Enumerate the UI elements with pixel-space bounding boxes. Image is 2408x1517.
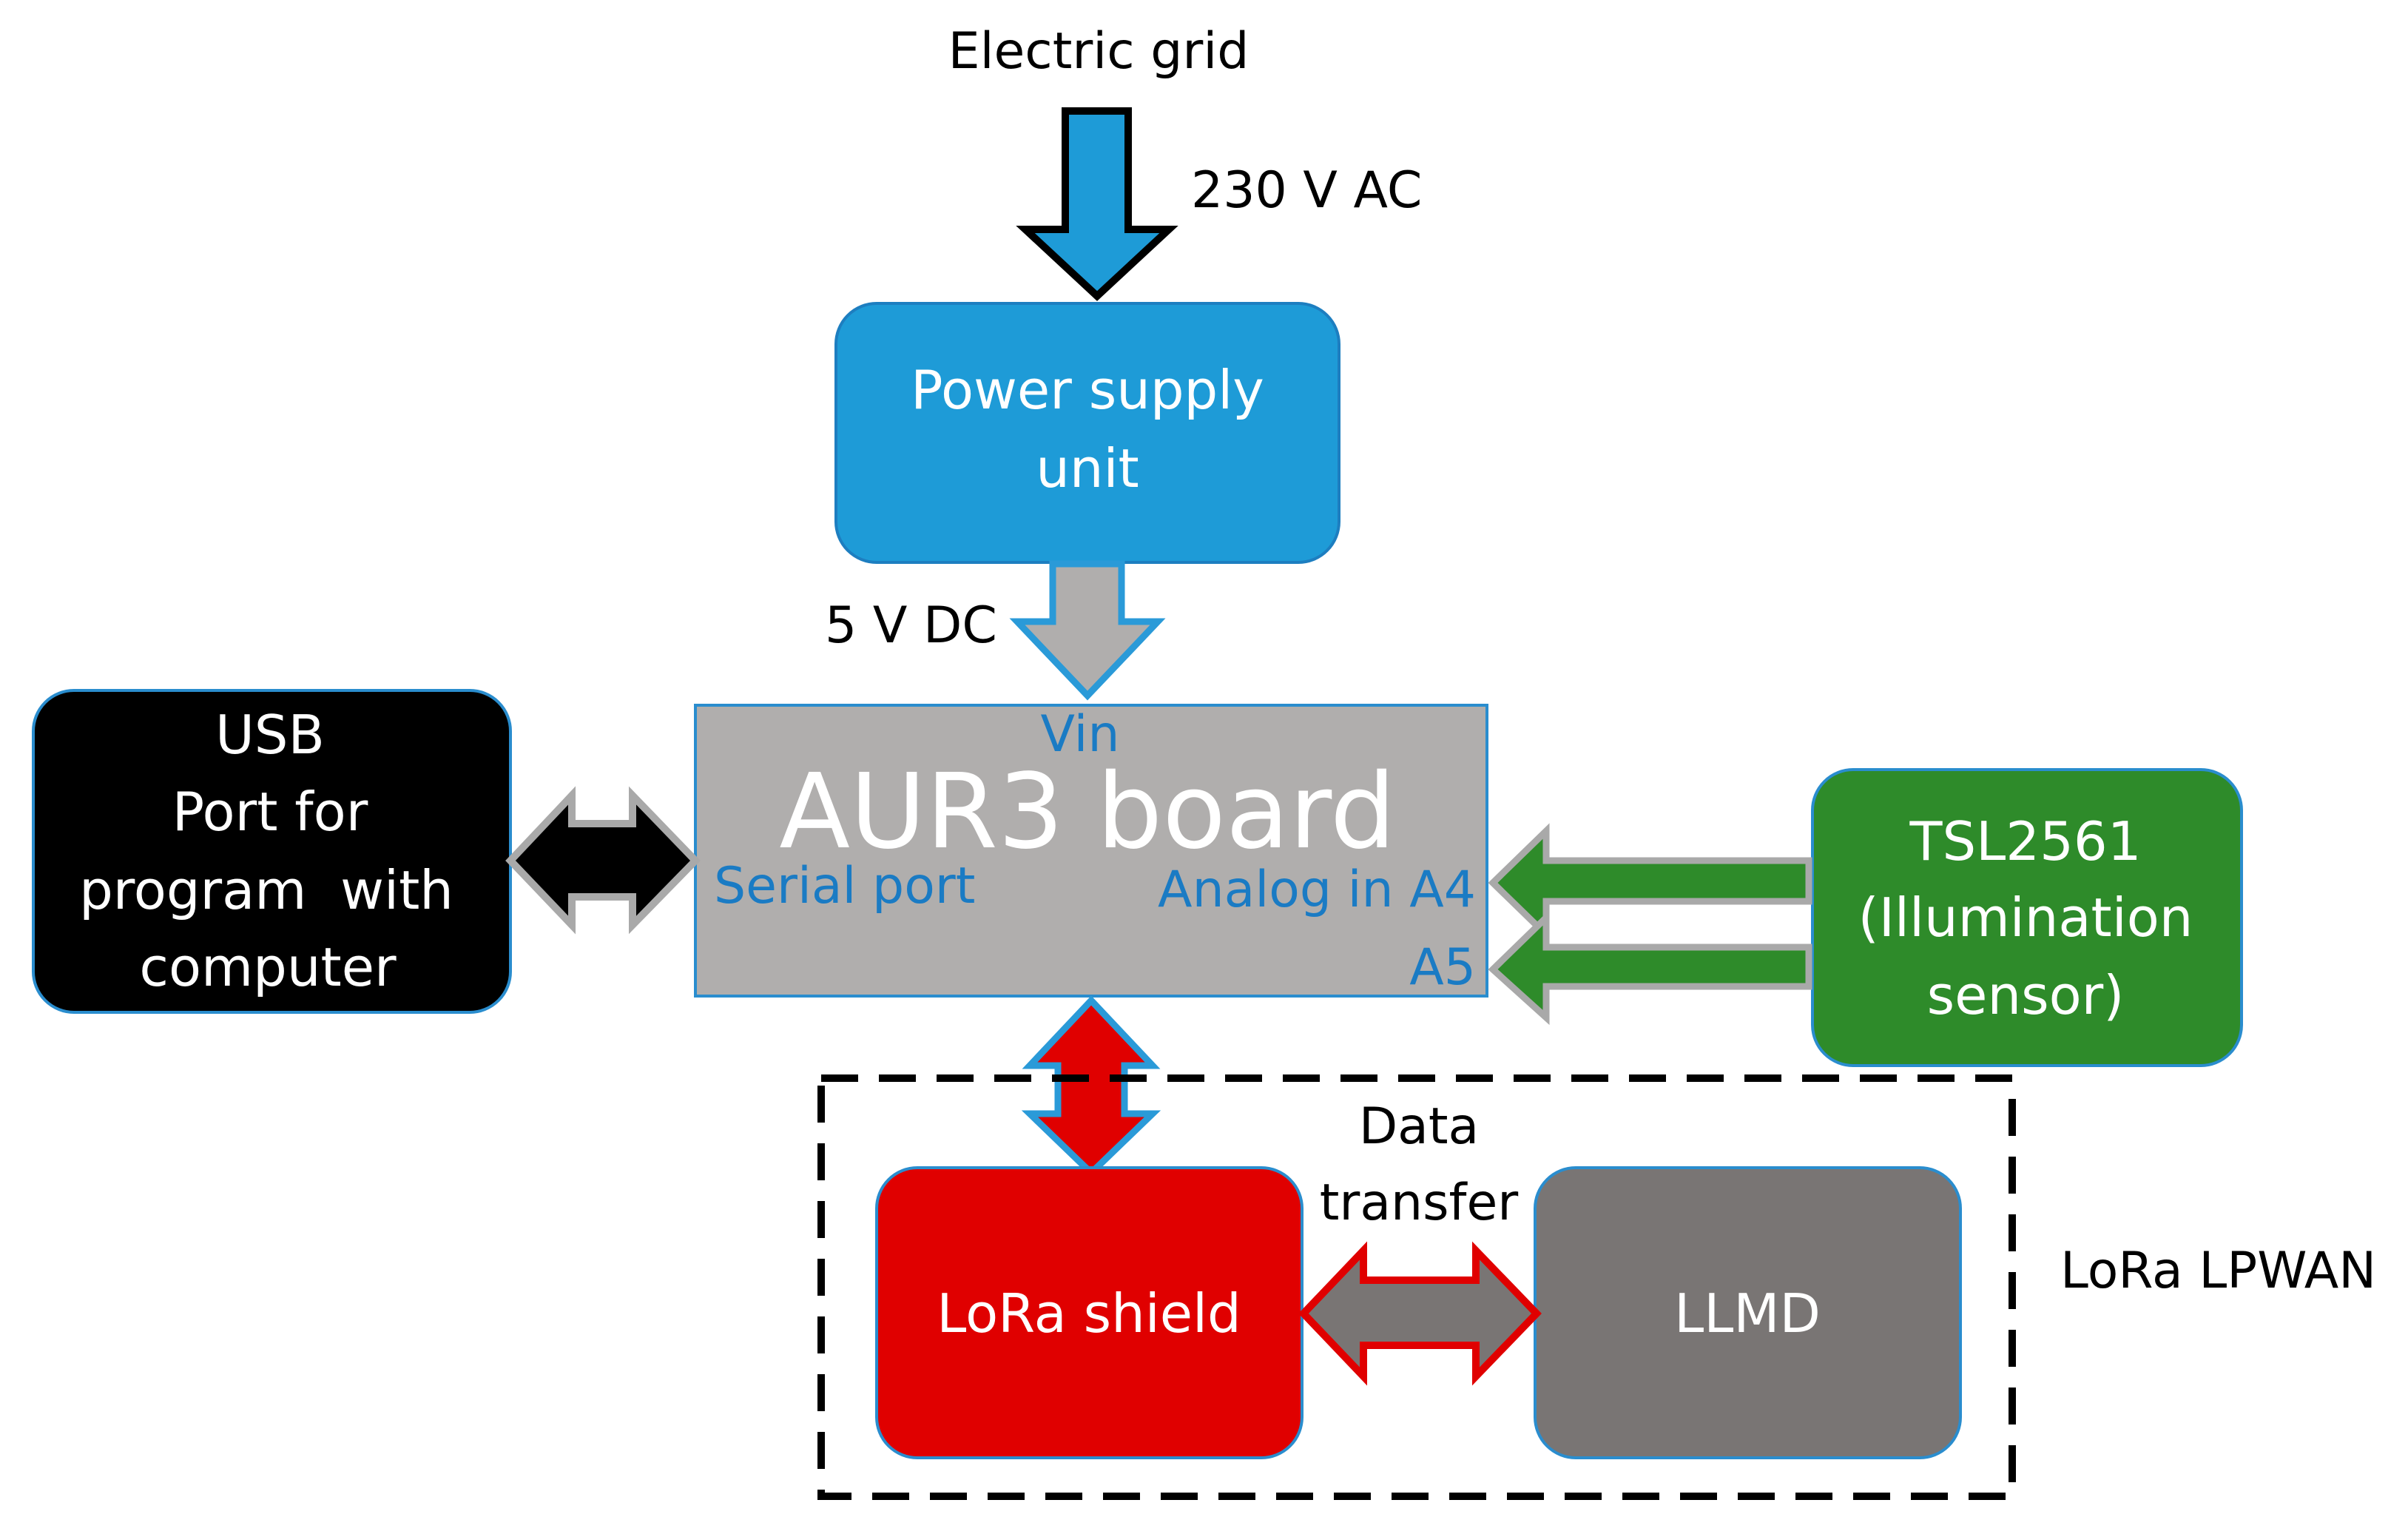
sensor-to-a5-arrow — [1488, 909, 1812, 1026]
usb-label-line2: Port for — [172, 781, 368, 843]
power-supply-label-line2: unit — [1036, 437, 1139, 500]
analog-in-a4-label: Analog in A4 — [1158, 861, 1476, 919]
a5-pin-label: A5 — [1409, 938, 1476, 997]
usb-board-double-arrow — [505, 786, 701, 935]
data-transfer-label-line2: transfer — [1320, 1174, 1519, 1232]
lora-shield-label: LoRa shield — [937, 1282, 1241, 1345]
usb-label-line3: program with — [79, 859, 453, 921]
psu-to-board-arrow — [1009, 560, 1166, 701]
sensor-to-a4-arrow — [1488, 823, 1812, 943]
data-transfer-label-line1: Data — [1359, 1097, 1479, 1156]
lora-llmd-double-arrow — [1298, 1241, 1542, 1386]
aur3-board-block — [694, 704, 1488, 998]
usb-port-block — [32, 689, 512, 1014]
llmd-label: LLMD — [1674, 1282, 1821, 1345]
tsl2561-label-line2: (Illumination — [1858, 887, 2193, 949]
board-lora-double-arrow — [1021, 995, 1161, 1178]
usb-label-line1: USB — [215, 704, 325, 766]
lora-lpwan-label: LoRa LPWAN — [2060, 1242, 2376, 1300]
serial-port-label: Serial port — [714, 857, 975, 915]
ac-voltage-label: 230 V AC — [1191, 161, 1422, 220]
tsl2561-label-line3: sensor) — [1927, 964, 2125, 1026]
aur3-board-title: AUR3 board — [779, 752, 1395, 872]
usb-label-line4: computer — [139, 936, 397, 998]
tsl2561-label-line1: TSL2561 — [1909, 810, 2141, 872]
dc-voltage-label: 5 V DC — [825, 596, 997, 655]
power-supply-block — [834, 302, 1340, 564]
vin-pin-label: Vin — [1040, 705, 1119, 764]
lora-lpwan-region — [817, 1074, 2016, 1500]
grid-to-psu-arrow — [1016, 107, 1178, 301]
electric-grid-label: Electric grid — [948, 22, 1249, 81]
power-supply-label-line1: Power supply — [911, 359, 1264, 421]
tsl2561-sensor-block — [1811, 768, 2243, 1067]
